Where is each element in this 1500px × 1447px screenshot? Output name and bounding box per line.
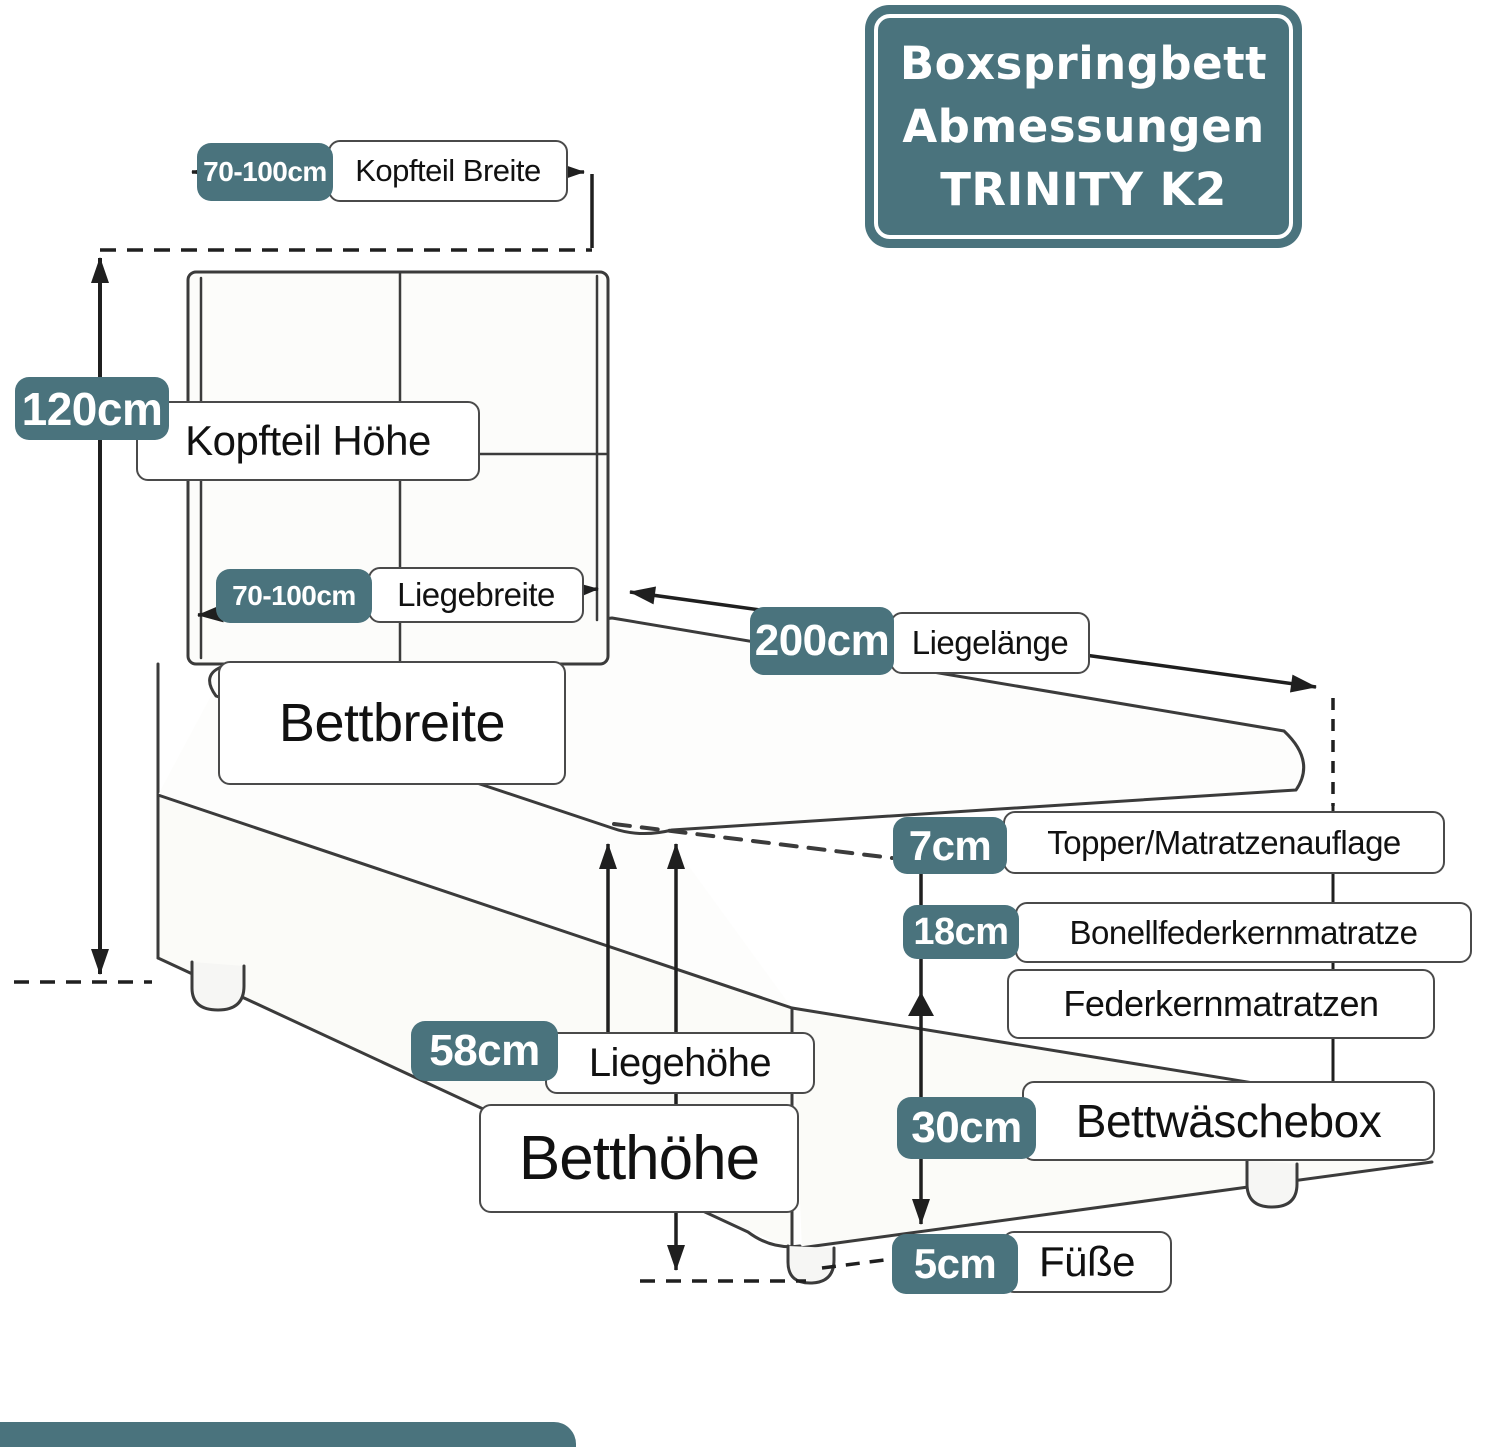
label-federkern: Federkernmatratzen bbox=[1007, 969, 1435, 1039]
label-betthoehe: Betthöhe bbox=[479, 1104, 799, 1213]
title-line-2: Abmessungen bbox=[902, 100, 1265, 153]
label-bettbreite: Bettbreite bbox=[218, 661, 566, 785]
label-fuesse: Füße bbox=[1002, 1231, 1172, 1293]
bed-base-foot-bottom-edge bbox=[798, 1160, 1434, 1250]
badge-topper: 7cm bbox=[893, 817, 1007, 874]
bottom-accent-bar bbox=[0, 1422, 576, 1447]
topper-dashed-line bbox=[612, 822, 894, 860]
badge-liegebreite: 70-100cm bbox=[216, 569, 372, 623]
title-inner-border: Boxspringbett Abmessungen TRINITY K2 bbox=[874, 14, 1293, 239]
dim-box-up-arrowhead bbox=[908, 992, 934, 1016]
label-kopfteil-hoehe: Kopfteil Höhe bbox=[136, 401, 480, 481]
bed-foot-left bbox=[190, 960, 246, 1012]
title-line-3: TRINITY K2 bbox=[940, 163, 1227, 216]
badge-liegehoehe: 58cm bbox=[411, 1021, 558, 1081]
badge-liegelaenge: 200cm bbox=[750, 607, 894, 675]
label-kopfteil-breite: Kopfteil Breite bbox=[328, 140, 568, 202]
badge-fuesse: 5cm bbox=[892, 1234, 1018, 1294]
label-liegebreite: Liegebreite bbox=[368, 567, 584, 623]
badge-kopfteil-breite: 70-100cm bbox=[197, 143, 333, 201]
label-bonellfederkern: Bonellfederkernmatratze bbox=[1015, 902, 1472, 963]
label-topper: Topper/Matratzenauflage bbox=[1003, 811, 1445, 874]
title-box: Boxspringbett Abmessungen TRINITY K2 bbox=[865, 5, 1302, 248]
badge-kopfteil-hoehe: 120cm bbox=[15, 377, 169, 440]
bed-foot-front bbox=[786, 1244, 836, 1285]
mattress-base-seam bbox=[156, 793, 794, 1010]
bed-foot-right bbox=[1245, 1158, 1299, 1209]
badge-bonellfederkern: 18cm bbox=[903, 905, 1019, 959]
label-liegehoehe: Liegehöhe bbox=[545, 1032, 815, 1094]
label-bettwaeschebox: Bettwäschebox bbox=[1022, 1081, 1435, 1161]
label-liegelaenge: Liegelänge bbox=[890, 612, 1090, 674]
badge-bettwaeschebox: 30cm bbox=[897, 1097, 1036, 1159]
title-line-1: Boxspringbett bbox=[899, 37, 1268, 90]
